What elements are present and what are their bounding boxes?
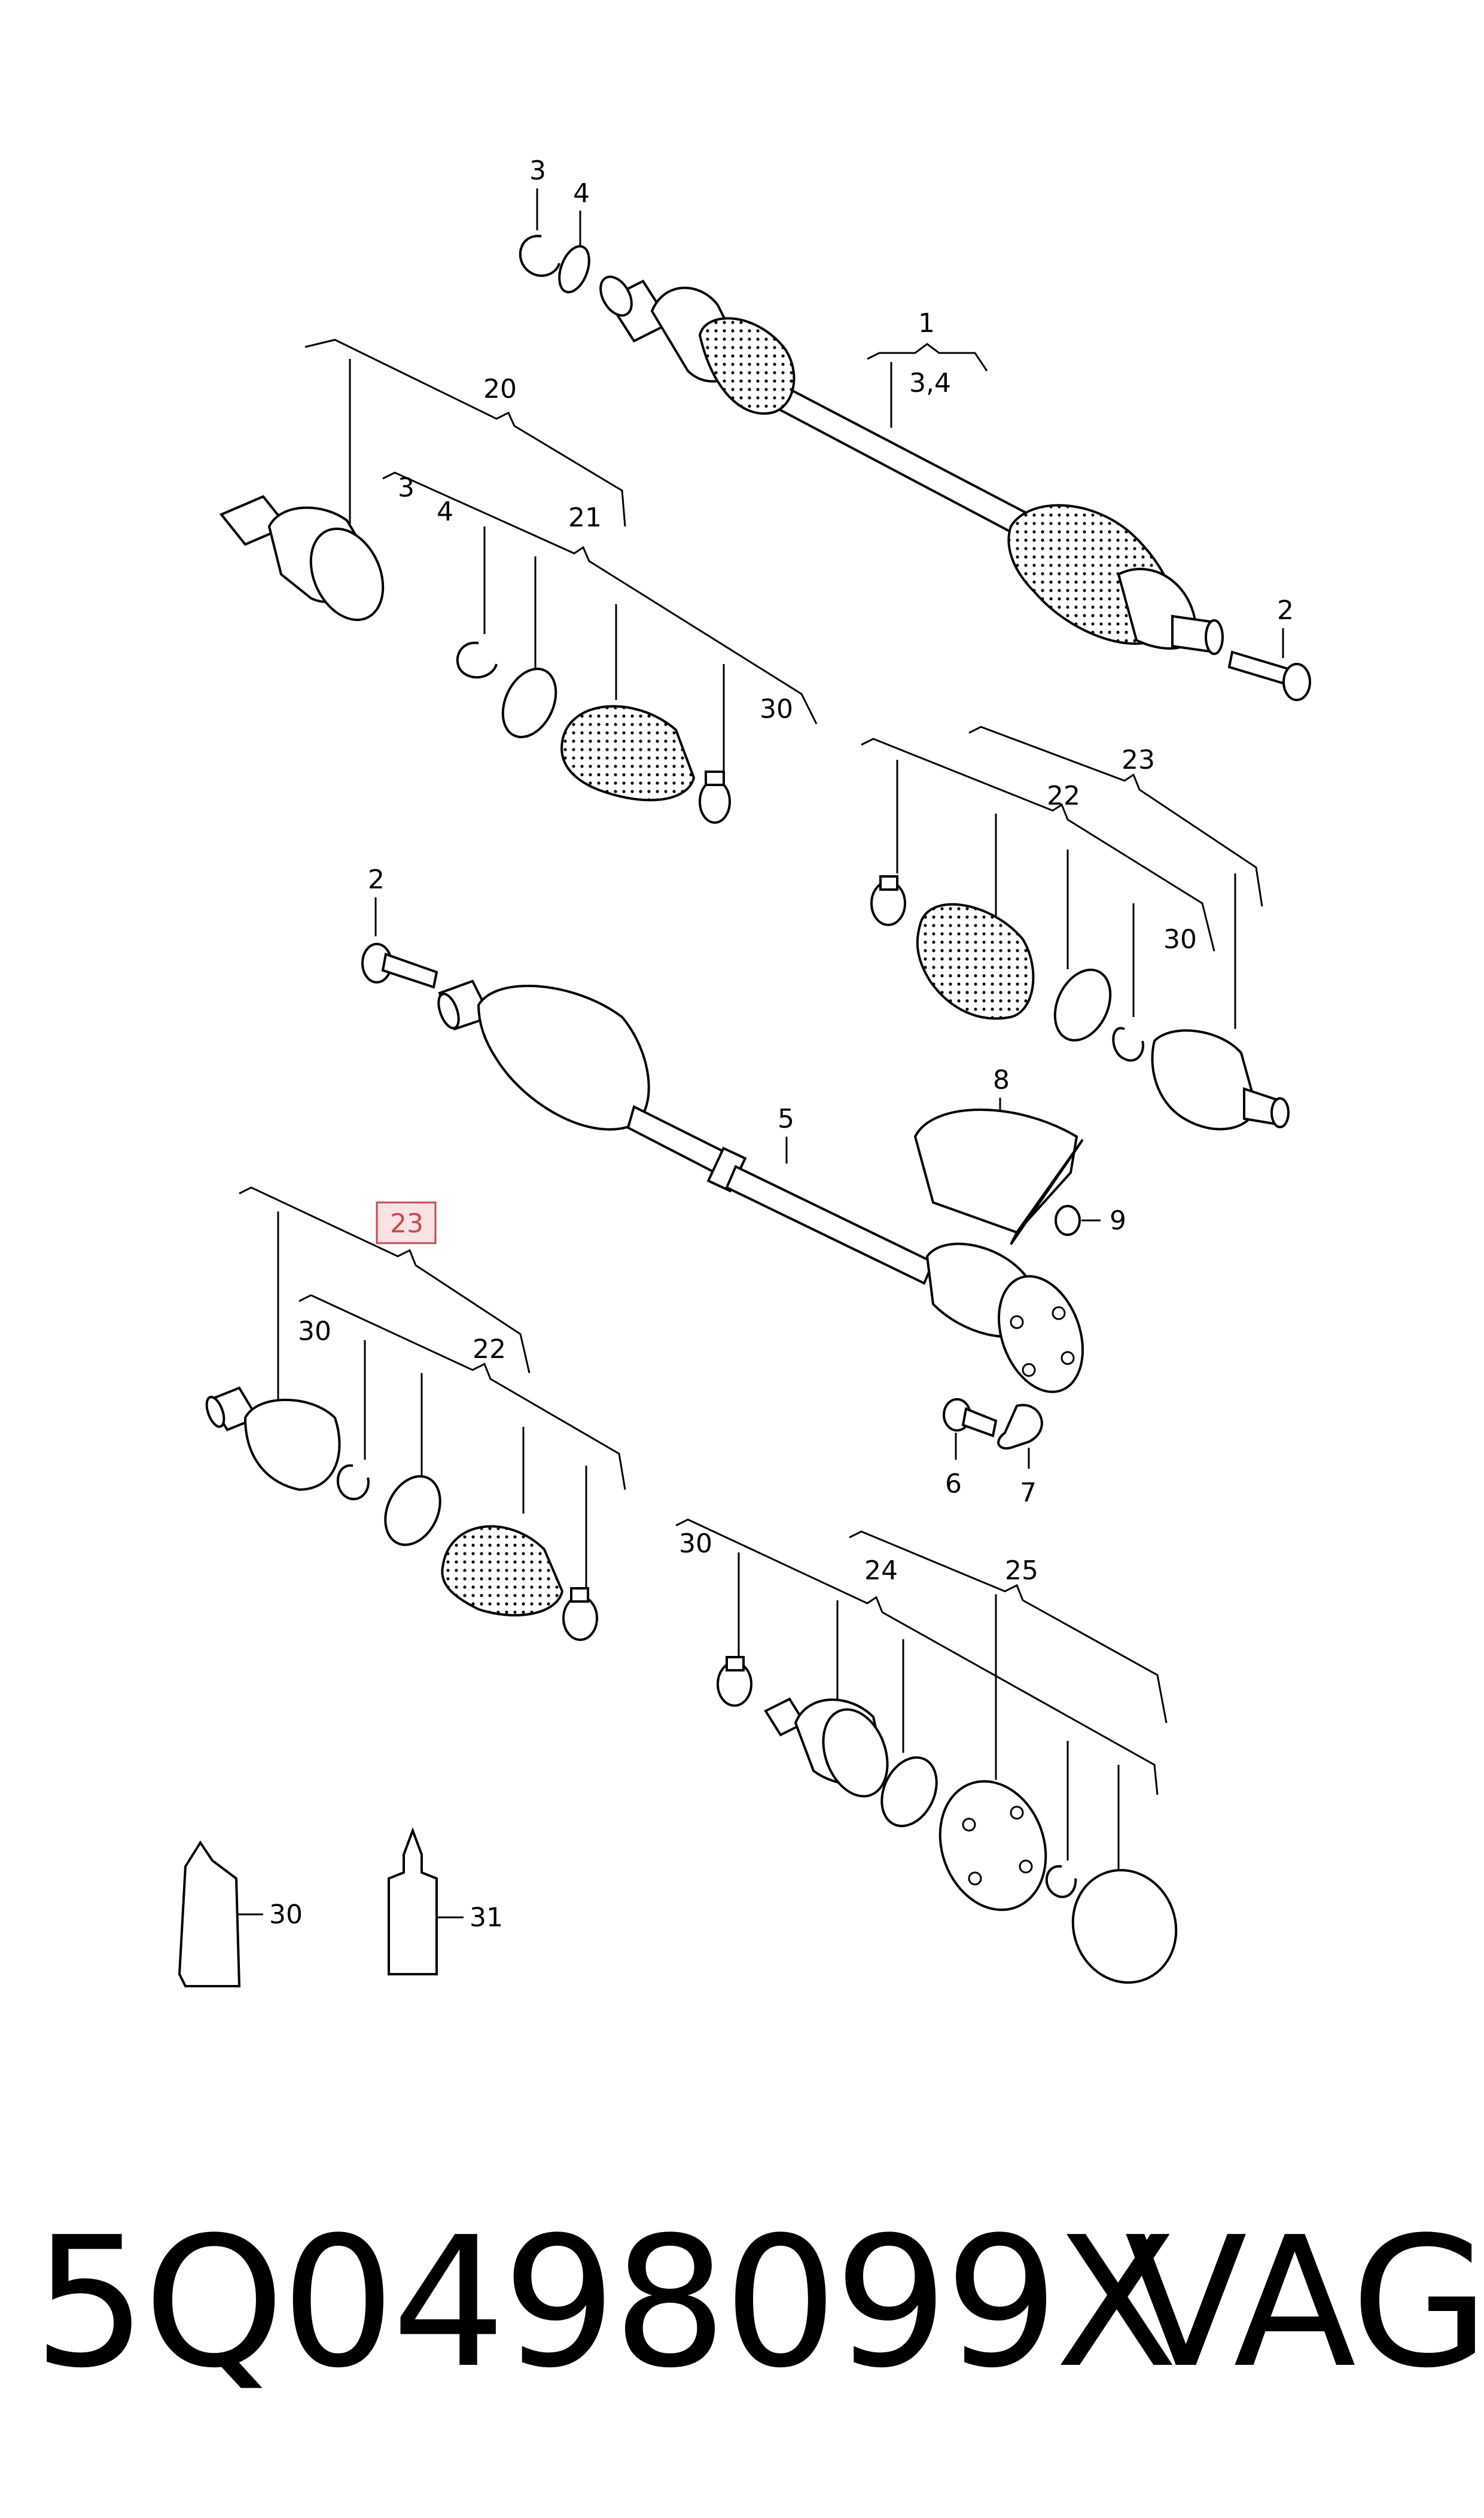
svg-text:2: 2	[368, 864, 385, 895]
grease-tube-icon: 30	[178, 1840, 303, 1987]
middle-driveshaft-assembly	[437, 979, 1084, 1393]
svg-text:5: 5	[778, 1104, 794, 1134]
bolt-left-icon	[361, 943, 438, 989]
callout-1-bracket: 1 3,4	[867, 308, 988, 428]
callout-22-left-bracket: 30 22	[298, 1294, 626, 1591]
top-driveshaft-assembly	[599, 275, 1224, 655]
outer-cv-joint-left-icon	[205, 1386, 341, 1491]
svg-text:4: 4	[573, 178, 590, 209]
circlip-right-icon	[1112, 1027, 1144, 1062]
boot-left-icon	[441, 1525, 564, 1616]
inner-joint-bottom-icon	[764, 1697, 889, 1798]
sealant-bottle-icon: 31	[388, 1827, 503, 1975]
svg-text:7: 7	[1020, 1478, 1037, 1508]
svg-text:30: 30	[760, 694, 793, 724]
callout-2-right: 2	[1277, 595, 1294, 658]
callout-21-bracket: 3 4 21 30	[382, 471, 818, 784]
flange-bottom-icon	[938, 1780, 1047, 1911]
band-clamp-right-icon	[870, 875, 906, 926]
band-clamp-left-icon	[562, 1587, 598, 1641]
bolt-icon	[1227, 650, 1311, 701]
callout-2-left: 2	[368, 864, 385, 936]
svg-text:23: 23	[1122, 745, 1155, 775]
svg-text:20: 20	[483, 374, 517, 404]
svg-text:6: 6	[945, 1469, 962, 1499]
svg-text:24: 24	[864, 1555, 898, 1586]
callout-23-highlight: 23	[239, 1186, 531, 1403]
inner-cv-joint-icon	[219, 495, 385, 622]
boot-right-icon	[916, 903, 1035, 1020]
svg-text:3: 3	[529, 156, 546, 186]
svg-text:1: 1	[918, 308, 935, 339]
svg-text:2: 2	[1277, 595, 1294, 626]
svg-text:22: 22	[1047, 781, 1080, 811]
circlip-bottom-icon	[1045, 1865, 1077, 1898]
svg-text:25: 25	[1005, 1555, 1038, 1586]
band-clamp-bottom-icon	[717, 1656, 752, 1707]
clamp-mid-icon	[501, 668, 557, 738]
svg-text:22: 22	[473, 1334, 506, 1365]
svg-text:9: 9	[1110, 1205, 1126, 1236]
band-clamp-mid-icon	[699, 771, 731, 824]
svg-text:31: 31	[470, 1902, 503, 1933]
svg-text:3: 3	[398, 473, 415, 503]
exploded-parts-diagram: 3 4 1 3,4 2 20 3 4 21 30	[178, 156, 1311, 1987]
callout-22-right-bracket: 22 30	[861, 738, 1215, 1017]
boot-mid-icon	[560, 705, 696, 802]
callout-3-top: 3	[529, 156, 546, 230]
callout-7: 7	[997, 1403, 1043, 1508]
svg-text:8: 8	[993, 1065, 1010, 1095]
callout-5: 5	[778, 1104, 794, 1164]
svg-text:23: 23	[390, 1208, 423, 1239]
callout-9: 9	[1055, 1205, 1126, 1236]
callout-8: 8	[993, 1065, 1010, 1122]
callout-23-right-bracket: 23	[968, 726, 1263, 1029]
clamp-bottom-icon	[880, 1756, 938, 1828]
brand-name: VAG	[1125, 2199, 1484, 2407]
svg-text:30: 30	[679, 1529, 712, 1559]
clamp-left-icon	[384, 1475, 441, 1546]
callout-24-25-brackets: 30 24 25	[675, 1518, 1168, 1872]
callout-6: 6	[943, 1398, 998, 1499]
clamp-right-icon	[1053, 969, 1112, 1042]
svg-text:4: 4	[437, 497, 453, 527]
part-number: 5Q0498099X	[33, 2199, 1178, 2407]
svg-text:21: 21	[568, 503, 602, 533]
circlip-mid-icon	[456, 641, 498, 679]
svg-text:30: 30	[1163, 924, 1197, 955]
circlip-left-icon	[336, 1464, 370, 1500]
cap-bottom-icon	[1071, 1869, 1178, 1984]
heat-shield-icon	[913, 1109, 1084, 1246]
outer-cv-joint-right-icon	[1151, 1029, 1290, 1131]
svg-text:30: 30	[269, 1899, 303, 1930]
svg-text:3,4: 3,4	[909, 368, 951, 398]
svg-text:30: 30	[298, 1316, 331, 1347]
circlip-icon	[519, 235, 560, 277]
callout-4-top: 4	[558, 178, 590, 294]
callout-20-bracket: 20	[304, 339, 626, 527]
